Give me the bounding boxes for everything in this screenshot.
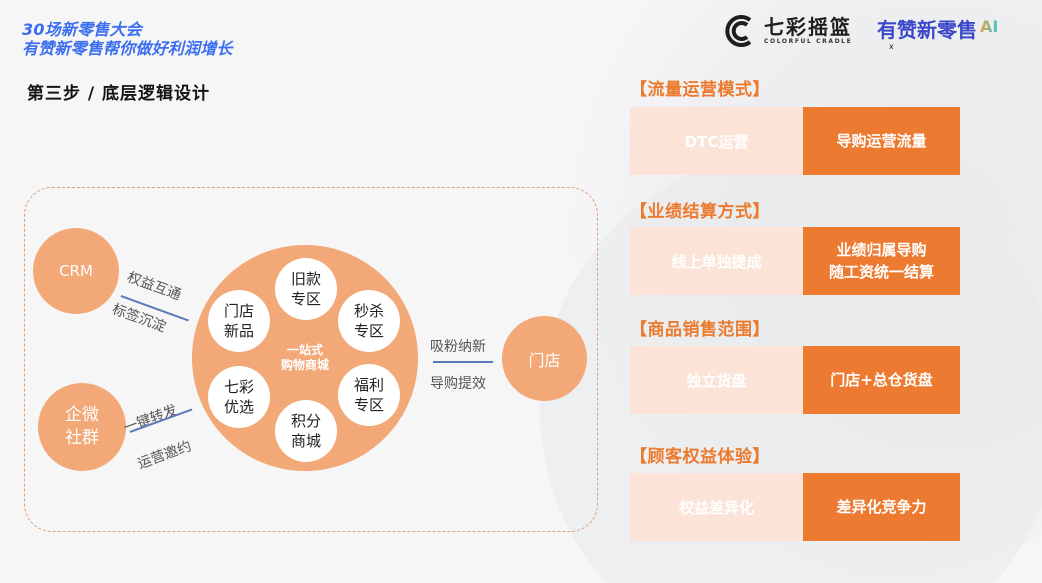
zone-label: 门店 — [223, 302, 254, 320]
colorful-cradle-logo: 七彩摇篮 COLORFUL CRADLE — [724, 14, 852, 48]
zone-label: 秒杀 — [353, 302, 384, 320]
store-link-bottom-label: 导购提效 — [430, 376, 486, 392]
youzan-logo-text: 有赞新零售 — [877, 18, 977, 42]
old-model-cell: 独立货盘 — [630, 346, 803, 414]
hub-label-2: 购物商城 — [280, 358, 329, 372]
diagram-container — [24, 187, 598, 532]
zone-label: 专区 — [290, 290, 321, 308]
zone-old-styles: 旧款 专区 — [275, 258, 337, 320]
zone-label: 七彩 — [223, 378, 254, 396]
new-model-cell: 业绩归属导购 随工资统一结算 — [803, 227, 960, 295]
new-model-cell: 门店+总仓货盘 — [803, 346, 960, 414]
hub-label-1: 一站式 — [286, 343, 323, 357]
section-title-settlement: 【业绩结算方式】 — [630, 202, 770, 222]
wecom-node: 企微 社群 — [38, 383, 126, 471]
youzan-logo: 有赞新零售 AI x — [877, 16, 999, 51]
crm-label: CRM — [59, 262, 93, 280]
old-model-cell: 线上单独提成 — [630, 227, 803, 295]
event-title: 30场新零售大会 — [22, 20, 142, 39]
zone-label: 新品 — [223, 322, 254, 340]
new-model-cell: 导购运营流量 — [803, 107, 960, 175]
wecom-label-2: 社群 — [65, 428, 99, 448]
zone-label: 专区 — [353, 322, 384, 340]
zone-label: 旧款 — [290, 270, 321, 288]
section-row-customer-benefits: 权益差异化 差异化竞争力 — [630, 473, 960, 541]
section-title-customer-benefits: 【顾客权益体验】 — [630, 447, 770, 467]
zone-store-new: 门店 新品 — [208, 290, 270, 352]
store-link-top-label: 吸粉纳新 — [430, 339, 486, 355]
zone-points-mall: 积分 商城 — [275, 400, 337, 462]
event-subtitle: 有赞新零售帮你做好利润增长 — [22, 39, 233, 58]
old-model-cell: 权益差异化 — [630, 473, 803, 541]
new-model-line: 随工资统一结算 — [828, 263, 934, 281]
zone-flash-sale: 秒杀 专区 — [338, 290, 400, 352]
section-row-settlement: 线上单独提成 业绩归属导购 随工资统一结算 — [630, 227, 960, 295]
cc-logo-text-cn: 七彩摇篮 — [764, 15, 852, 39]
section-title-product-range: 【商品销售范围】 — [630, 320, 770, 340]
page-title: 第三步 / 底层逻辑设计 — [27, 84, 211, 104]
section-row-traffic: DTC运营 导购运营流量 — [630, 107, 960, 175]
cc-logo-text-en: COLORFUL CRADLE — [764, 38, 853, 45]
zone-label: 商城 — [290, 432, 321, 450]
zone-qicai-select: 七彩 优选 — [208, 366, 270, 428]
zone-label: 福利 — [353, 376, 384, 394]
zone-welfare: 福利 专区 — [338, 364, 400, 426]
store-node: 门店 — [502, 316, 587, 401]
ai-badge: AI — [980, 17, 999, 36]
zone-label: 专区 — [353, 396, 384, 414]
crm-node: CRM — [33, 228, 119, 314]
store-label: 门店 — [528, 350, 561, 370]
cc-logo-icon — [724, 14, 758, 48]
new-model-cell: 差异化竞争力 — [803, 473, 960, 541]
logo-x-mark: x — [889, 42, 894, 51]
wecom-label-1: 企微 — [65, 405, 99, 425]
zone-label: 积分 — [290, 412, 321, 430]
section-title-traffic: 【流量运营模式】 — [630, 80, 770, 100]
section-row-product-range: 独立货盘 门店+总仓货盘 — [630, 346, 960, 414]
old-model-cell: DTC运营 — [630, 107, 803, 175]
zone-label: 优选 — [223, 398, 254, 416]
store-link-line — [433, 361, 493, 363]
new-model-line: 业绩归属导购 — [836, 241, 927, 259]
